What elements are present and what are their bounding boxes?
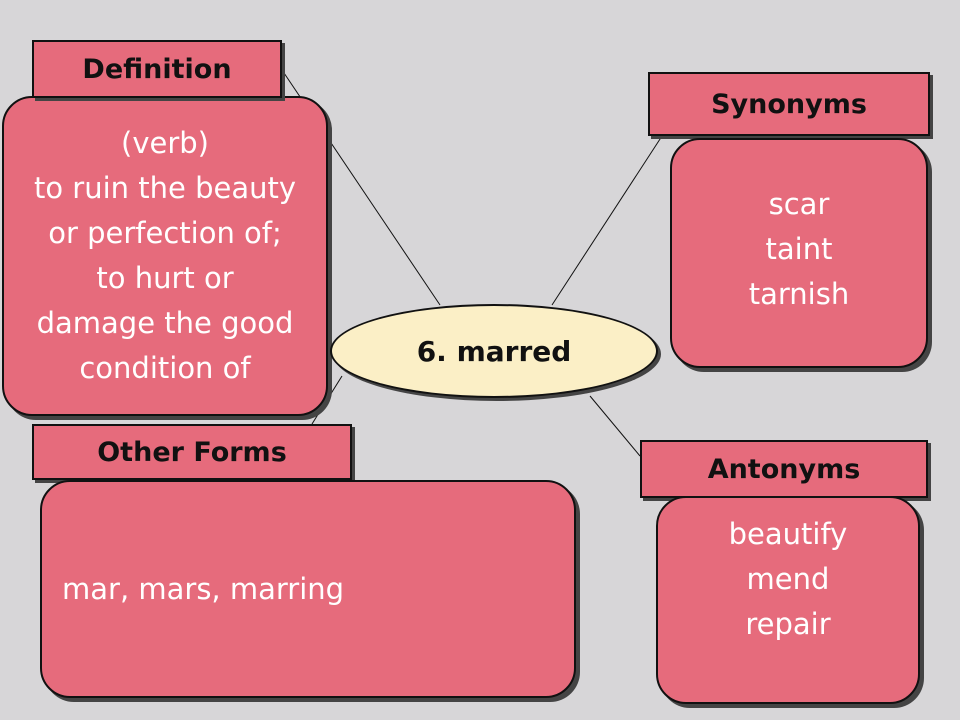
definition-line: or perfection of; (48, 216, 282, 250)
synonym-item: tarnish (748, 276, 850, 311)
synonym-item: taint (765, 231, 833, 266)
definition-box: (verb) to ruin the beauty or perfection … (2, 96, 328, 416)
connector-synonyms (551, 135, 663, 306)
center-word: 6. marred (330, 304, 658, 398)
other-forms-box: mar, mars, marring (40, 480, 576, 698)
other-forms-label: Other Forms (32, 424, 352, 480)
antonyms-box: beautify mend repair (656, 496, 920, 704)
other-forms-text: mar, mars, marring (62, 571, 345, 606)
definition-line: damage the good (36, 306, 294, 340)
connector-other-forms (311, 375, 343, 425)
antonym-item: beautify (728, 517, 848, 551)
antonym-item: mend (746, 562, 830, 596)
definition-line: (verb) (121, 126, 209, 160)
definition-line: condition of (79, 351, 251, 385)
antonyms-label: Antonyms (640, 440, 928, 498)
synonym-item: scar (768, 186, 830, 221)
antonym-item: repair (745, 607, 831, 641)
synonyms-label: Synonyms (648, 72, 930, 136)
definition-line: to hurt or (96, 261, 234, 295)
definition-label: Definition (32, 40, 282, 98)
definition-line: to ruin the beauty (33, 171, 297, 205)
synonyms-box: scar taint tarnish (670, 138, 928, 368)
connector-antonyms (589, 395, 641, 457)
